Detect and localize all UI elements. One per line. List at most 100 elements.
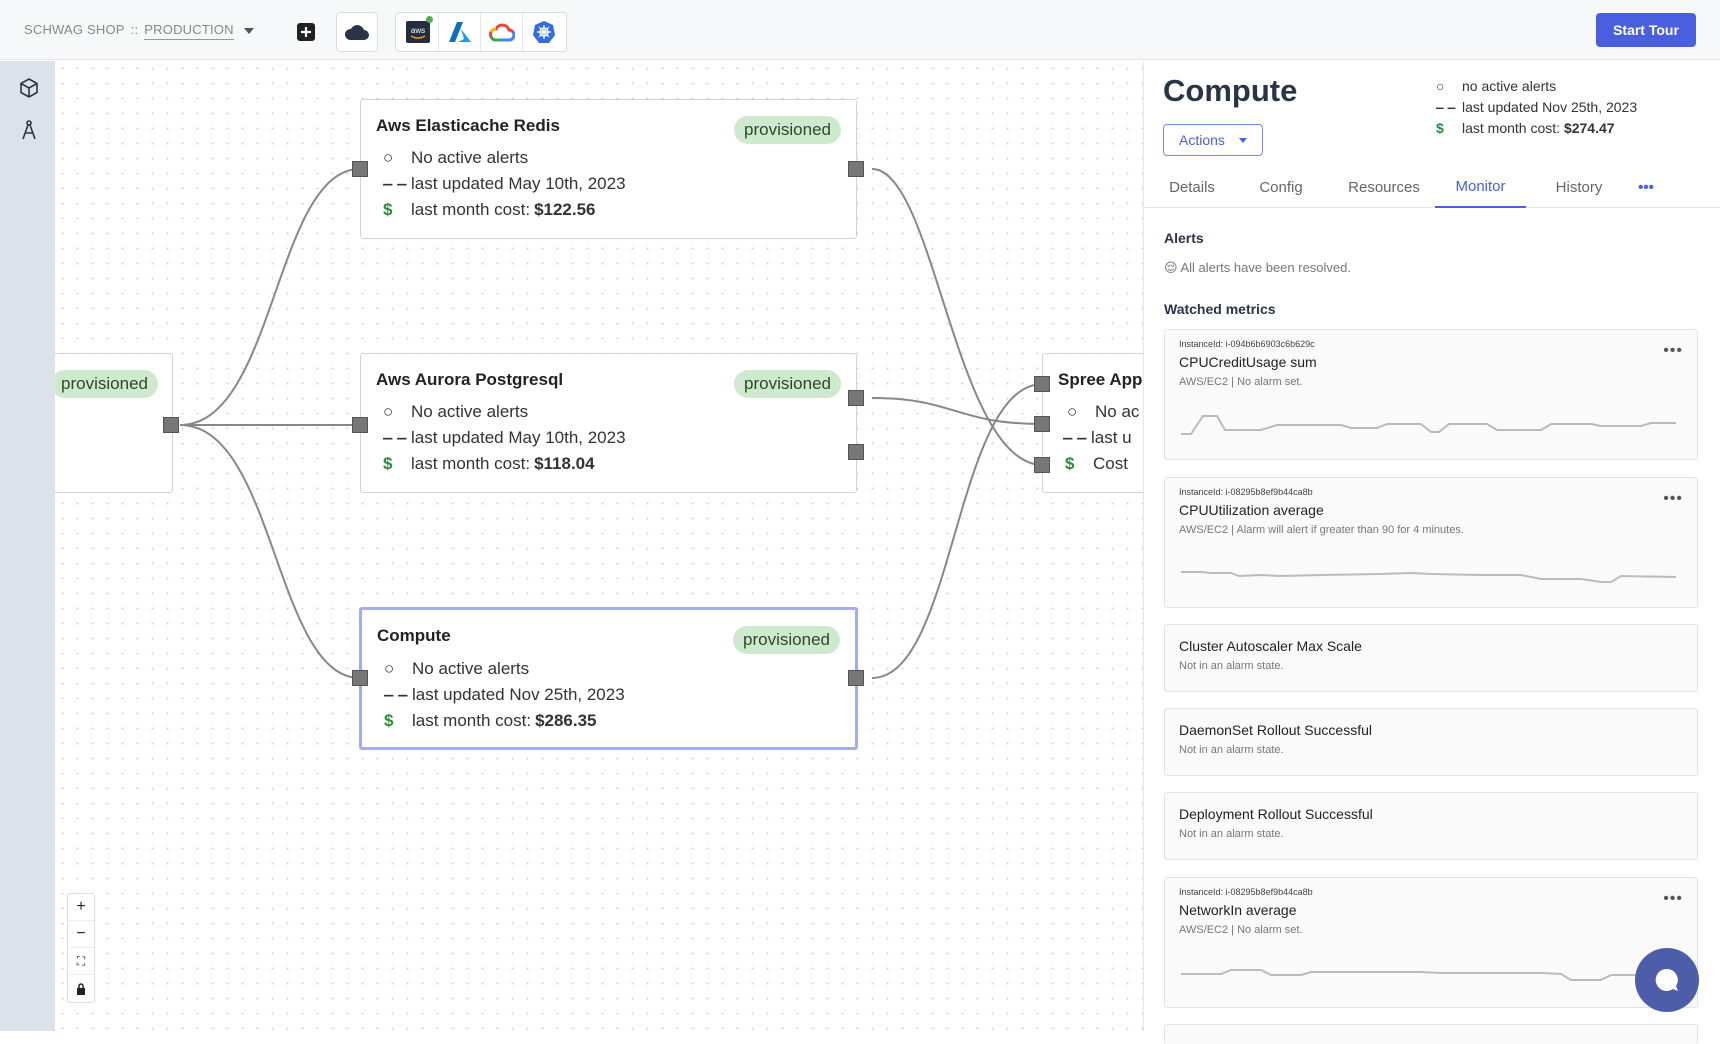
- node-updated: last updated May 10th, 2023: [411, 428, 626, 447]
- service-node-spree[interactable]: Spree App ○No ac ‒ ‒last u $Cost: [1042, 353, 1143, 493]
- chat-button[interactable]: [1635, 948, 1699, 1012]
- status-badge: provisioned: [734, 370, 841, 398]
- connection-port[interactable]: [848, 444, 864, 460]
- connection-port[interactable]: [352, 161, 368, 177]
- more-options-icon[interactable]: •••: [1663, 490, 1683, 507]
- tab-resources[interactable]: Resources: [1348, 178, 1420, 196]
- watched-metrics-heading: Watched metrics: [1164, 301, 1276, 317]
- node-cost-label: last month cost:: [411, 200, 531, 219]
- add-button[interactable]: [288, 12, 324, 52]
- compass-tool-icon[interactable]: [18, 119, 40, 141]
- connection-port[interactable]: [163, 417, 179, 433]
- lock-icon[interactable]: [68, 975, 94, 1002]
- zoom-out-icon[interactable]: −: [68, 921, 94, 948]
- chevron-down-icon: [1238, 137, 1247, 143]
- metric-card[interactable]: InstanceId: i-094b6b6903c6b629c CPUCredi…: [1164, 329, 1698, 460]
- panel-cost: $274.47: [1563, 119, 1615, 136]
- node-title: Aws Elasticache Redis: [376, 116, 560, 135]
- metric-name: Deployment Rollout Successful: [1179, 806, 1373, 822]
- cube-icon[interactable]: [18, 77, 40, 99]
- node-cost: $118.04: [534, 454, 595, 473]
- connection-port[interactable]: [1034, 376, 1050, 392]
- connection-port[interactable]: [848, 161, 864, 177]
- chevron-down-icon[interactable]: [243, 27, 254, 34]
- circle-icon: ○: [1067, 402, 1078, 421]
- azure-button[interactable]: [439, 13, 481, 51]
- diagram-canvas[interactable]: provisioned Aws Elasticache Redis provis…: [55, 61, 1143, 1031]
- fit-view-icon[interactable]: ⛶: [68, 948, 94, 975]
- tab-monitor[interactable]: Monitor: [1435, 166, 1526, 208]
- sparkline: [1181, 571, 1677, 583]
- active-dot: [426, 16, 433, 23]
- kubernetes-button[interactable]: [523, 13, 565, 51]
- circle-icon: ○: [1436, 77, 1445, 94]
- dash-icon: ‒ ‒: [1063, 428, 1087, 447]
- more-options-icon[interactable]: •••: [1663, 890, 1683, 907]
- connection-port[interactable]: [848, 670, 864, 686]
- more-options-icon[interactable]: •••: [1663, 342, 1683, 359]
- app-name: SCHWAG SHOP: [24, 22, 125, 37]
- aws-icon: aws: [405, 21, 430, 43]
- plus-square-icon: [297, 23, 315, 41]
- metric-card[interactable]: [1164, 1024, 1698, 1044]
- metric-card[interactable]: DaemonSet Rollout Successful Not in an a…: [1164, 708, 1698, 776]
- service-node-partial[interactable]: provisioned: [55, 353, 173, 493]
- service-node-aurora[interactable]: Aws Aurora Postgresql provisioned ○ No ac…: [360, 353, 857, 493]
- metric-subtitle: AWS/EC2 | Alarm will alert if greater th…: [1179, 524, 1464, 536]
- metric-name: DaemonSet Rollout Successful: [1179, 722, 1372, 738]
- metric-name: NetworkIn average: [1179, 902, 1297, 918]
- connection-port[interactable]: [352, 417, 368, 433]
- actions-dropdown[interactable]: Actions: [1163, 124, 1263, 156]
- alerts-heading: Alerts: [1164, 230, 1204, 246]
- more-tabs-icon[interactable]: •••: [1638, 178, 1654, 196]
- node-cost: Cost: [1093, 454, 1128, 473]
- tab-config[interactable]: Config: [1259, 178, 1303, 196]
- instance-id: InstanceId: i-08295b8ef9b44ca8b: [1179, 887, 1313, 897]
- metric-subtitle: AWS/EC2 | No alarm set.: [1179, 924, 1303, 936]
- connection-port[interactable]: [1034, 416, 1050, 432]
- metric-card[interactable]: Deployment Rollout Successful Not in an …: [1164, 792, 1698, 860]
- metric-subtitle: Not in an alarm state.: [1179, 828, 1284, 840]
- provider-group: aws: [395, 12, 567, 52]
- panel-updated: last updated Nov 25th, 2023: [1462, 98, 1638, 115]
- connection-port[interactable]: [352, 670, 368, 686]
- zoom-in-icon[interactable]: +: [68, 894, 94, 921]
- metric-name: Cluster Autoscaler Max Scale: [1179, 638, 1362, 654]
- aws-button[interactable]: aws: [397, 13, 439, 51]
- metric-card[interactable]: InstanceId: i-08295b8ef9b44ca8b CPUUtili…: [1164, 477, 1698, 608]
- start-tour-button[interactable]: Start Tour: [1596, 13, 1696, 47]
- node-title: Compute: [377, 626, 451, 645]
- details-panel: Compute Actions ○no active alerts ‒ ‒las…: [1143, 61, 1720, 1044]
- metric-card[interactable]: Cluster Autoscaler Max Scale Not in an a…: [1164, 624, 1698, 692]
- dash-icon: ‒ ‒: [383, 428, 407, 447]
- dollar-icon: $: [384, 711, 394, 730]
- gcp-icon: [488, 23, 515, 42]
- environment-selector[interactable]: PRODUCTION: [144, 22, 234, 40]
- connection-port[interactable]: [1034, 457, 1050, 473]
- cloud-button[interactable]: [336, 12, 378, 52]
- metric-name: CPUCreditUsage sum: [1179, 354, 1317, 370]
- cloud-icon: [344, 25, 369, 40]
- service-node-compute[interactable]: Compute provisioned ○No active alerts ‒ …: [359, 607, 858, 750]
- dollar-icon: $: [383, 454, 393, 473]
- metric-name: CPUUtilization average: [1179, 502, 1324, 518]
- chat-bubble-icon: [1655, 968, 1678, 991]
- dash-icon: ‒ ‒: [1436, 98, 1456, 115]
- tab-history[interactable]: History: [1555, 178, 1603, 196]
- node-title: Aws Aurora Postgresql: [376, 370, 564, 389]
- node-title: Spree App: [1058, 370, 1143, 389]
- circle-icon: ○: [383, 148, 394, 167]
- panel-cost-label: last month cost:: [1462, 119, 1561, 136]
- dash-icon: ‒ ‒: [383, 174, 407, 193]
- gcp-button[interactable]: [481, 13, 523, 51]
- circle-icon: ○: [383, 402, 394, 421]
- node-alerts: No active alerts: [411, 402, 529, 421]
- metric-subtitle: AWS/EC2 | No alarm set.: [1179, 376, 1303, 388]
- tab-details[interactable]: Details: [1169, 178, 1215, 196]
- metric-card[interactable]: InstanceId: i-08295b8ef9b44ca8b NetworkI…: [1164, 877, 1698, 1008]
- status-badge: provisioned: [734, 116, 841, 144]
- dollar-icon: $: [383, 200, 393, 219]
- service-node-redis[interactable]: Aws Elasticache Redis provisioned ○No ac…: [360, 99, 857, 239]
- panel-alerts: no active alerts: [1462, 77, 1557, 94]
- connection-port[interactable]: [848, 390, 864, 406]
